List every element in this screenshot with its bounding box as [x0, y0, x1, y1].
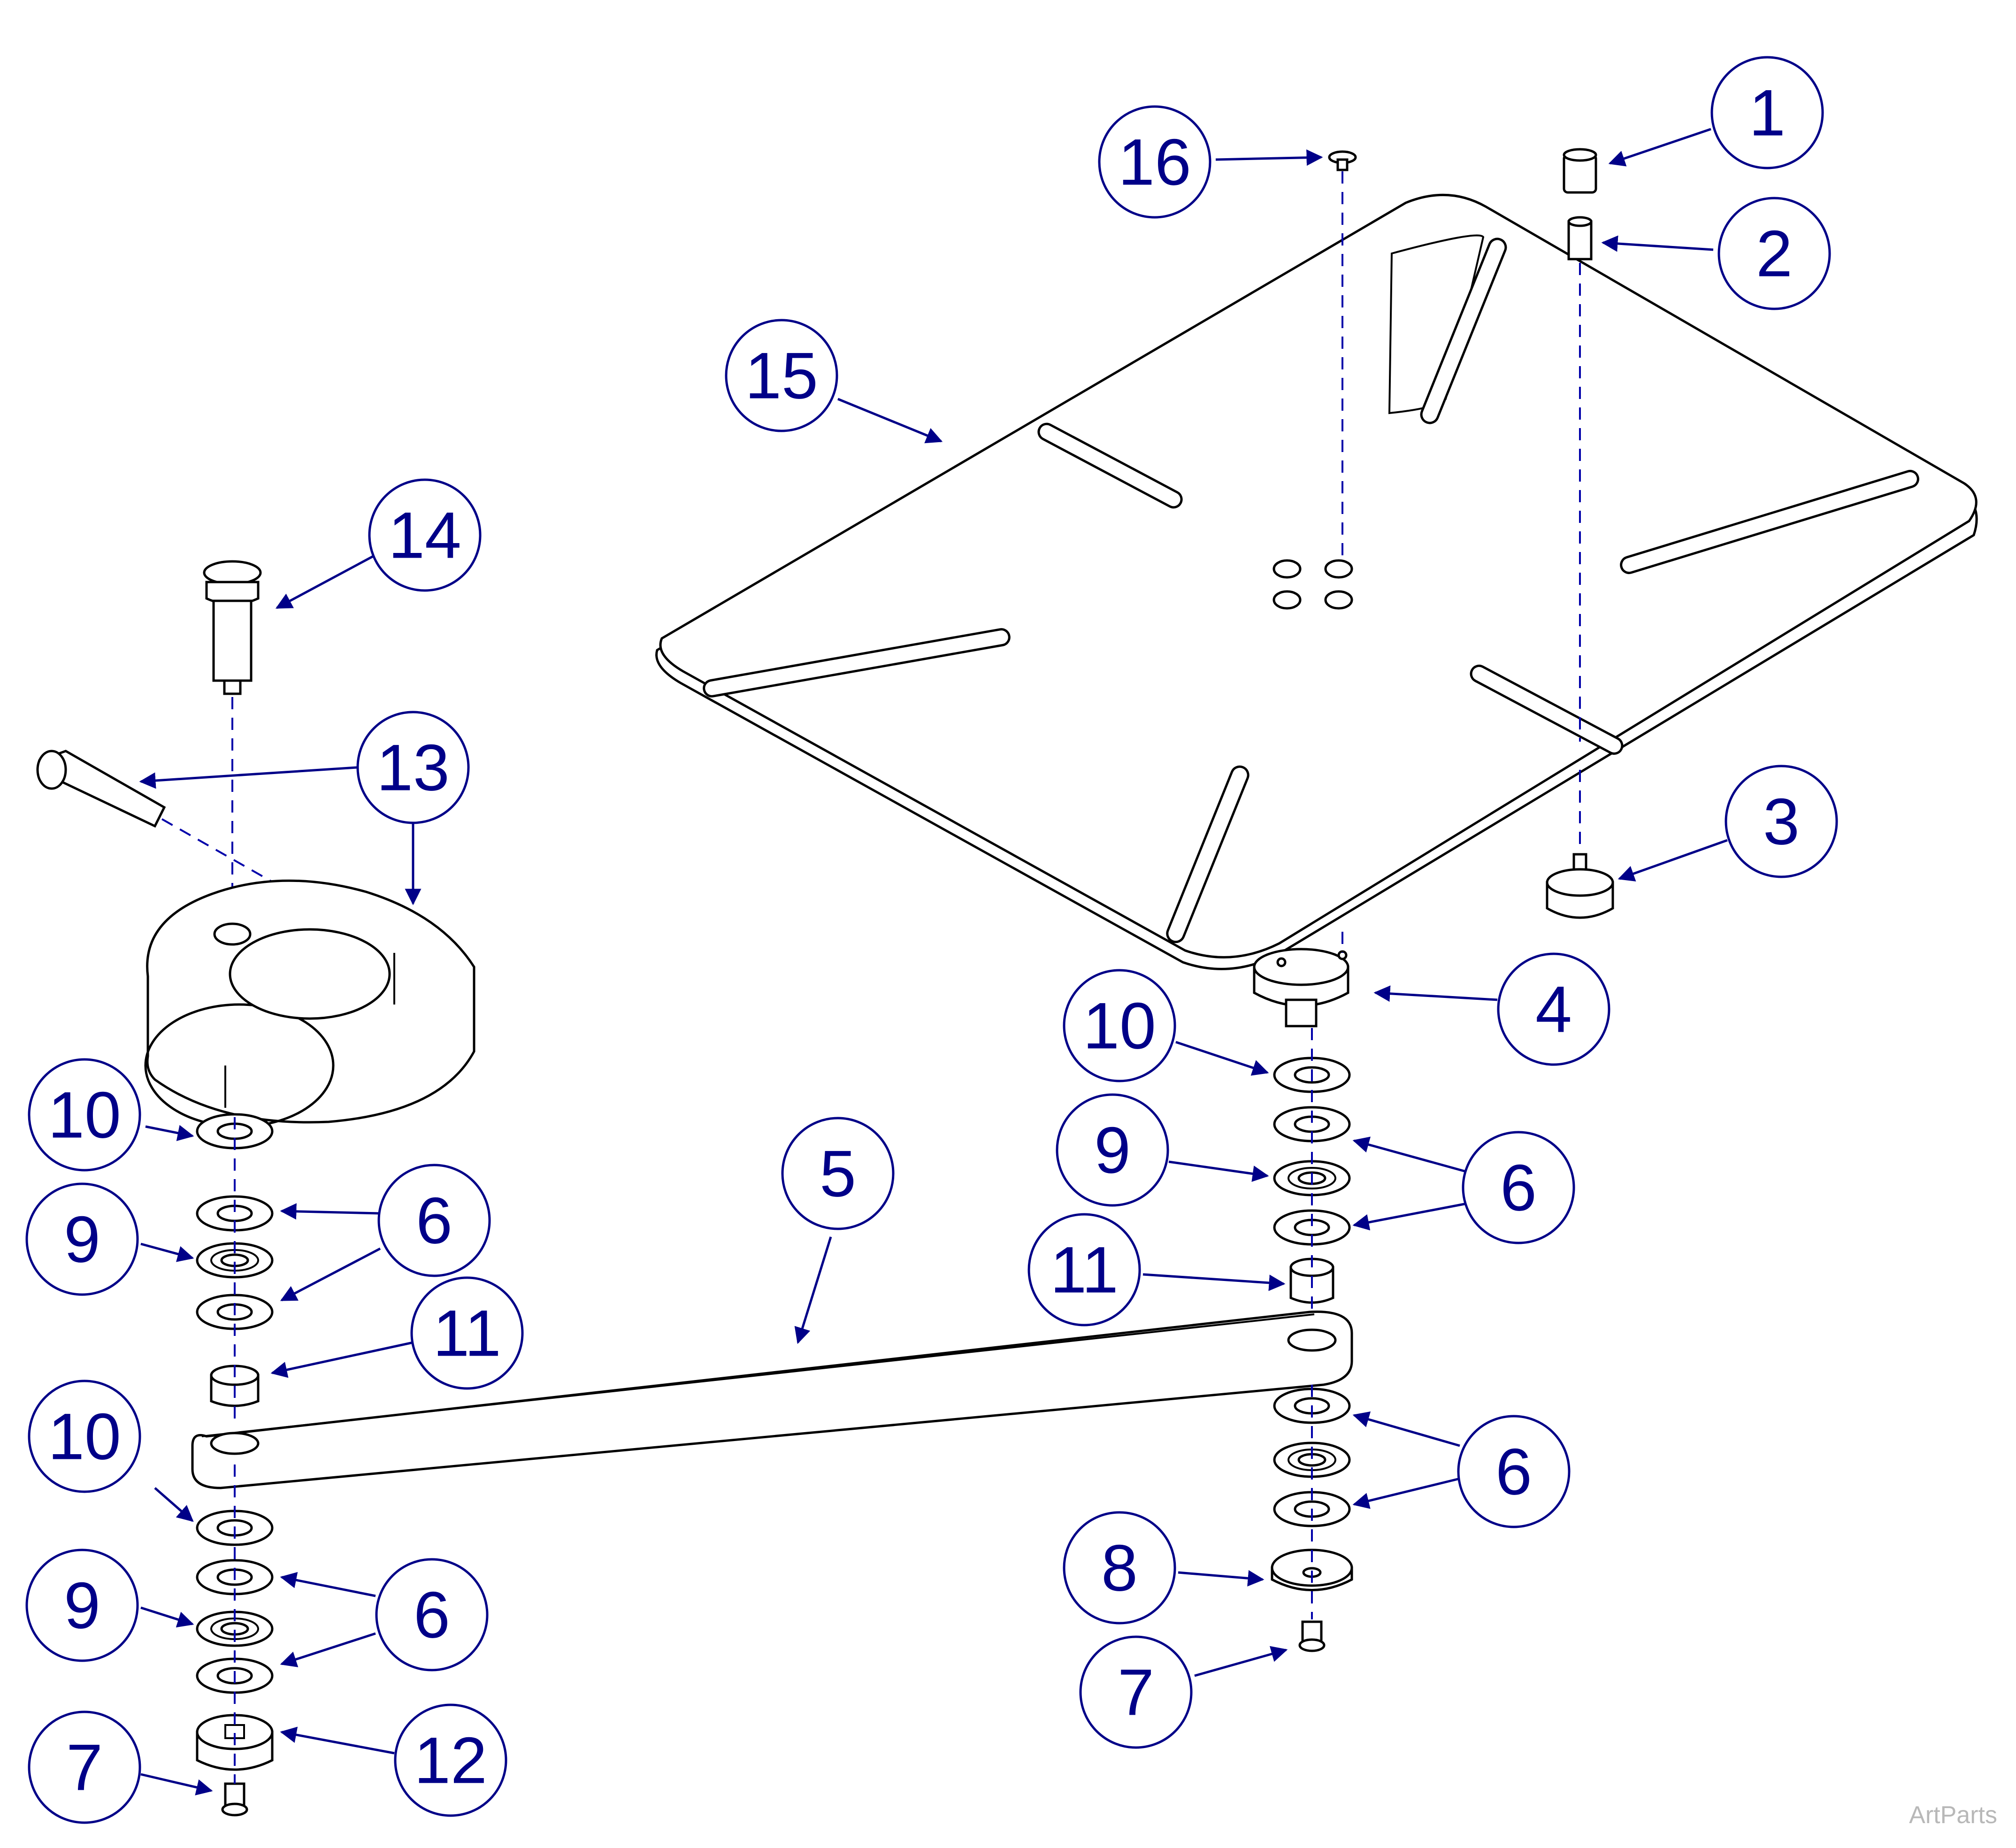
- svg-text:1: 1: [1749, 76, 1786, 150]
- callout-16: 16: [1098, 105, 1211, 219]
- callout-12: 12: [394, 1703, 507, 1817]
- svg-text:12: 12: [414, 1724, 487, 1797]
- callout-6-right-lower: 6: [1457, 1415, 1571, 1528]
- svg-text:10: 10: [48, 1400, 121, 1473]
- svg-text:9: 9: [1094, 1113, 1131, 1187]
- svg-text:15: 15: [745, 339, 818, 413]
- svg-text:9: 9: [64, 1203, 100, 1276]
- svg-text:8: 8: [1101, 1531, 1138, 1605]
- callout-14: 14: [368, 478, 482, 592]
- callout-2: 2: [1717, 197, 1831, 310]
- callout-10-left-lower: 10: [28, 1380, 141, 1493]
- svg-text:10: 10: [1083, 989, 1156, 1063]
- svg-text:6: 6: [1495, 1435, 1532, 1509]
- plate-mounting-holes: [1272, 559, 1353, 610]
- leader-lines: [139, 128, 1728, 1795]
- svg-text:11: 11: [433, 1296, 501, 1370]
- callout-7-right: 7: [1079, 1635, 1193, 1749]
- callout-7-left: 7: [28, 1710, 141, 1824]
- callout-8: 8: [1063, 1511, 1176, 1625]
- callout-13: 13: [356, 711, 470, 824]
- svg-text:7: 7: [1118, 1656, 1154, 1729]
- callout-9-left-upper: 9: [25, 1182, 139, 1296]
- callout-6-left-upper: 6: [377, 1164, 491, 1277]
- callout-6-right-upper: 6: [1462, 1131, 1575, 1244]
- callout-6-left-lower: 6: [375, 1558, 489, 1672]
- pin-14: [203, 560, 262, 695]
- callout-5: 5: [781, 1117, 895, 1230]
- callout-10-right: 10: [1063, 969, 1176, 1082]
- svg-text:9: 9: [64, 1569, 100, 1642]
- callout-3: 3: [1725, 765, 1838, 878]
- callout-11-left: 11: [410, 1276, 524, 1390]
- arm-5: [191, 1311, 1353, 1489]
- callout-9-left-lower: 9: [25, 1549, 139, 1662]
- svg-text:4: 4: [1535, 973, 1572, 1046]
- table-plate: [655, 193, 1978, 970]
- screw-16: [1328, 150, 1357, 171]
- callout-9-right: 9: [1056, 1093, 1169, 1207]
- callout-10-left-upper: 10: [28, 1058, 141, 1172]
- left-upper-stack: [196, 1113, 274, 1407]
- callout-15: 15: [725, 319, 838, 432]
- callout-1: 1: [1710, 56, 1824, 169]
- knob-3: [1546, 853, 1614, 919]
- watermark-text: ArtParts: [1909, 1802, 1997, 1829]
- svg-text:10: 10: [48, 1078, 121, 1152]
- svg-text:7: 7: [66, 1731, 103, 1804]
- svg-text:14: 14: [388, 498, 461, 572]
- callout-11-right: 11: [1027, 1213, 1141, 1327]
- svg-text:2: 2: [1756, 217, 1793, 291]
- svg-text:6: 6: [414, 1578, 450, 1652]
- cap-1: [1563, 148, 1597, 194]
- svg-text:3: 3: [1763, 785, 1800, 859]
- clamp-ring-13: [144, 879, 475, 1128]
- svg-text:11: 11: [1050, 1233, 1118, 1307]
- svg-text:6: 6: [416, 1184, 452, 1258]
- plate-slots: [703, 234, 1919, 943]
- spacer-2: [1567, 216, 1593, 261]
- hub-4: [1253, 948, 1349, 1028]
- svg-text:6: 6: [1500, 1151, 1537, 1225]
- bolt-13: [36, 750, 166, 828]
- svg-text:13: 13: [376, 731, 450, 805]
- callout-4: 4: [1497, 952, 1610, 1066]
- svg-text:16: 16: [1118, 125, 1191, 199]
- svg-text:5: 5: [820, 1137, 856, 1211]
